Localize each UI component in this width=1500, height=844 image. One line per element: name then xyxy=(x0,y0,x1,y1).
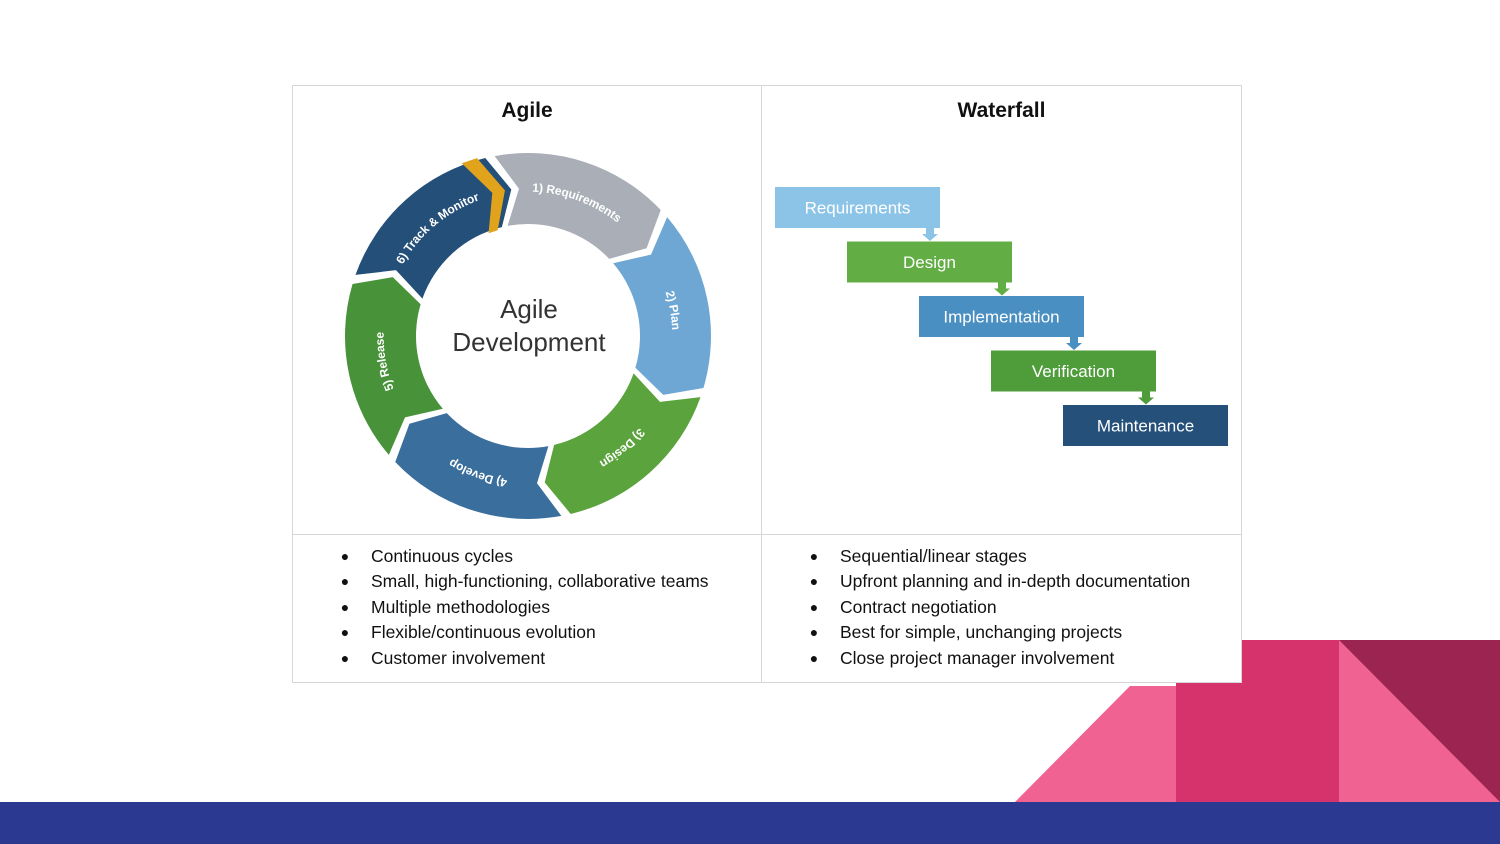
agile-bullet-text: Customer involvement xyxy=(371,647,546,668)
agile-center-label-2: Development xyxy=(452,327,606,357)
row-divider xyxy=(293,534,1241,535)
list-item: ● Flexible/continuous evolution xyxy=(338,620,709,645)
list-item: ● Close project manager involvement xyxy=(807,646,1190,671)
list-item: ● Continuous cycles xyxy=(338,544,709,569)
waterfall-arrow-icon xyxy=(1066,337,1082,350)
agile-bullet-text: Multiple methodologies xyxy=(371,596,550,617)
waterfall-bullet-text: Best for simple, unchanging projects xyxy=(840,622,1123,643)
bullet-dot: ● xyxy=(809,548,819,564)
bottom-bar xyxy=(0,802,1500,844)
waterfall-bullet-text: Contract negotiation xyxy=(840,596,997,617)
list-item: ● Customer involvement xyxy=(338,646,709,671)
bullet-dot: ● xyxy=(340,649,350,666)
corner-triangle-light xyxy=(1015,686,1176,802)
waterfall-step-box xyxy=(775,187,940,228)
waterfall-bullet-text: Upfront planning and in-depth documentat… xyxy=(840,571,1191,592)
bullet-dot: ● xyxy=(809,649,819,666)
waterfall-bullet-text: Close project manager involvement xyxy=(840,647,1115,668)
waterfall-step-label: Design xyxy=(903,253,956,272)
bullet-dot: ● xyxy=(809,624,819,641)
list-item: ● Contract negotiation xyxy=(807,595,1190,620)
waterfall-bullet-text: Sequential/linear stages xyxy=(840,546,1027,566)
waterfall-diagram: RequirementsDesignImplementationVerifica… xyxy=(775,187,1228,446)
agile-center-label-1: Agile xyxy=(500,294,558,324)
column-divider xyxy=(761,86,762,682)
bullet-dot: ● xyxy=(340,598,350,615)
list-item: ● Sequential/linear stages xyxy=(807,544,1190,569)
agile-segment xyxy=(344,277,443,455)
agile-segment xyxy=(494,153,661,259)
agile-segment xyxy=(355,158,512,299)
cycle-arrow-icon xyxy=(461,158,505,234)
waterfall-step-box xyxy=(847,241,1012,283)
bullet-dot: ● xyxy=(809,598,819,615)
list-item: ● Small, high-functioning, collaborative … xyxy=(338,569,709,594)
corner-triangle-pink xyxy=(1339,640,1500,802)
list-item: ● Best for simple, unchanging projects xyxy=(807,620,1190,645)
waterfall-arrow-icon xyxy=(1138,391,1154,405)
waterfall-title: Waterfall xyxy=(957,99,1046,122)
list-item: ● Multiple methodologies xyxy=(338,595,709,620)
bullet-dot: ● xyxy=(340,548,350,564)
agile-segment xyxy=(395,413,562,519)
agile-bullet-text: Flexible/continuous evolution xyxy=(371,622,596,643)
waterfall-step-label: Verification xyxy=(1032,362,1115,381)
agile-bullet-list: ● Continuous cycles ● Small, high-function… xyxy=(338,544,709,671)
bullet-dot: ● xyxy=(340,624,350,641)
waterfall-step-box xyxy=(919,296,1084,337)
bullet-dot: ● xyxy=(809,573,819,590)
agile-segment xyxy=(544,373,701,514)
waterfall-step-label: Implementation xyxy=(943,308,1059,327)
waterfall-step-label: Maintenance xyxy=(1097,417,1194,436)
waterfall-step-box xyxy=(1063,405,1228,446)
bullet-dot: ● xyxy=(340,573,350,590)
waterfall-arrow-icon xyxy=(994,282,1010,296)
agile-segment xyxy=(613,217,711,395)
waterfall-arrow-icon xyxy=(922,228,938,241)
agile-title: Agile xyxy=(501,99,553,122)
agile-bullet-text: Small, high-functioning, collaborative t… xyxy=(371,571,709,592)
waterfall-bullet-list: ● Sequential/linear stages ● Upfront plann… xyxy=(807,544,1190,671)
waterfall-step-label: Requirements xyxy=(805,199,911,218)
list-item: ● Upfront planning and in-depth documenta… xyxy=(807,569,1190,594)
agile-bullet-text: Continuous cycles xyxy=(371,546,514,566)
waterfall-step-box xyxy=(991,350,1156,392)
